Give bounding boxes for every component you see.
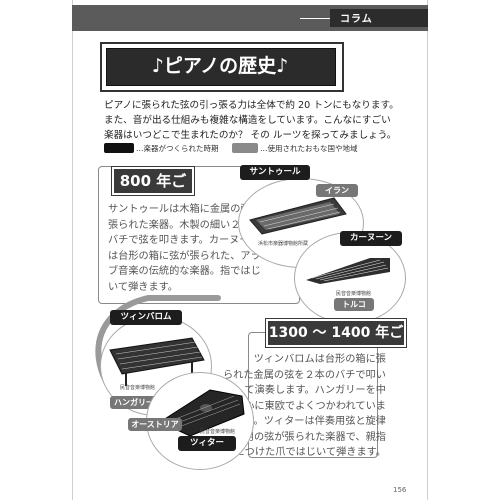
cimbalom-credit: 民音音楽博物館 (120, 385, 156, 391)
section-800-line: いて弾きます。 (108, 281, 178, 293)
column-label: コラム (340, 14, 373, 25)
instrument-label-cimbalom: ツィンバロム (110, 310, 182, 325)
section-1300-line: られた金属の弦を２本のバチで叩い (223, 369, 386, 381)
santur-credit: 浜松市楽器博物館所蔵 (258, 241, 309, 247)
section-1300-line: につけた爪ではじいて弾きます。 (234, 447, 387, 458)
section-1300-line: 心に東欧でよくつかわれていま (244, 400, 386, 412)
page-title: ♪ピアノの歴史♪ (151, 55, 289, 77)
country-label-iran: イラン (316, 184, 358, 197)
intro-line: ピアノに張られた弦の引っ張る力は全体で約 20 トンにもなります。 (104, 100, 399, 111)
section-800-line: は台形の箱に弦が張られた、アラ (108, 250, 261, 262)
instrument-label-qanun: カーヌーン (340, 231, 402, 246)
instrument-label-zither: ツィター (178, 436, 236, 451)
page-edge-left (72, 0, 73, 500)
page-number: 156 (393, 486, 407, 494)
section-800-text: サントゥールは木箱に金属の弦が 張られた楽器。木製の細い２本の バチで弦を叩きま… (108, 202, 298, 295)
instrument-label-santur: サントゥール (240, 165, 310, 180)
country-label-hungary: ハンガリー (110, 396, 158, 409)
legend-black-swatch (104, 143, 134, 153)
qanun-credit: 民音音楽博物館 (336, 291, 372, 297)
section-1300-frame (248, 332, 378, 458)
intro-line: また、音が出る仕組みも複雑な構造をしています。こんなにすごい (104, 115, 391, 126)
cimbalom-image (109, 337, 205, 386)
section-800-line: バチで弦を叩きます。カーヌーン (108, 235, 260, 246)
legend-black-label: …楽器がつくられた時期 (136, 144, 219, 153)
section-800-line: 張られた楽器。木製の細い２本の (108, 219, 261, 231)
legend-gray-label: …使用されたおもな国や地域 (260, 144, 358, 153)
header-line-icon (300, 18, 330, 19)
country-label-turkey: トルコ (334, 298, 374, 311)
section-1300-line: 用の弦が張られた楽器で、親指 (243, 431, 386, 443)
intro-paragraph: ピアノに張られた弦の引っ張る力は全体で約 20 トンにもなります。 また、音が出… (104, 98, 404, 143)
section-800-line: サントゥールは木箱に金属の弦が (108, 204, 261, 215)
title-banner (106, 48, 336, 86)
section-1300-line: ツィンバロムは台形の箱に張 (253, 354, 386, 365)
country-label-austria: オーストリア (128, 418, 182, 431)
santur-image (249, 197, 347, 235)
section-1300-text: ツィンバロムは台形の箱に張 られた金属の弦を２本のバチで叩い て演奏します。ハン… (218, 352, 386, 461)
section-1300-line: す。ツィターは伴奏用弦と旋律 (244, 416, 386, 427)
column-tag (330, 9, 428, 27)
legend-gray-swatch (232, 143, 258, 153)
section-1300-line: て演奏します。ハンガリーを中 (244, 385, 386, 396)
era-1300-box: 1300 ～ 1400 年ごろ (265, 318, 407, 365)
intro-line: 楽器はいつどこで生まれたのか？ その ルーツを探ってみましょう。 (104, 130, 397, 141)
zither-credit: 民音音楽博物館 (200, 429, 236, 435)
qanun-image (306, 258, 390, 284)
section-800-line: ブ音楽の伝統的な楽器。指ではじ (108, 266, 261, 277)
page-edge-right (427, 0, 428, 500)
era-800-box: 800 年ごろ (111, 166, 195, 214)
